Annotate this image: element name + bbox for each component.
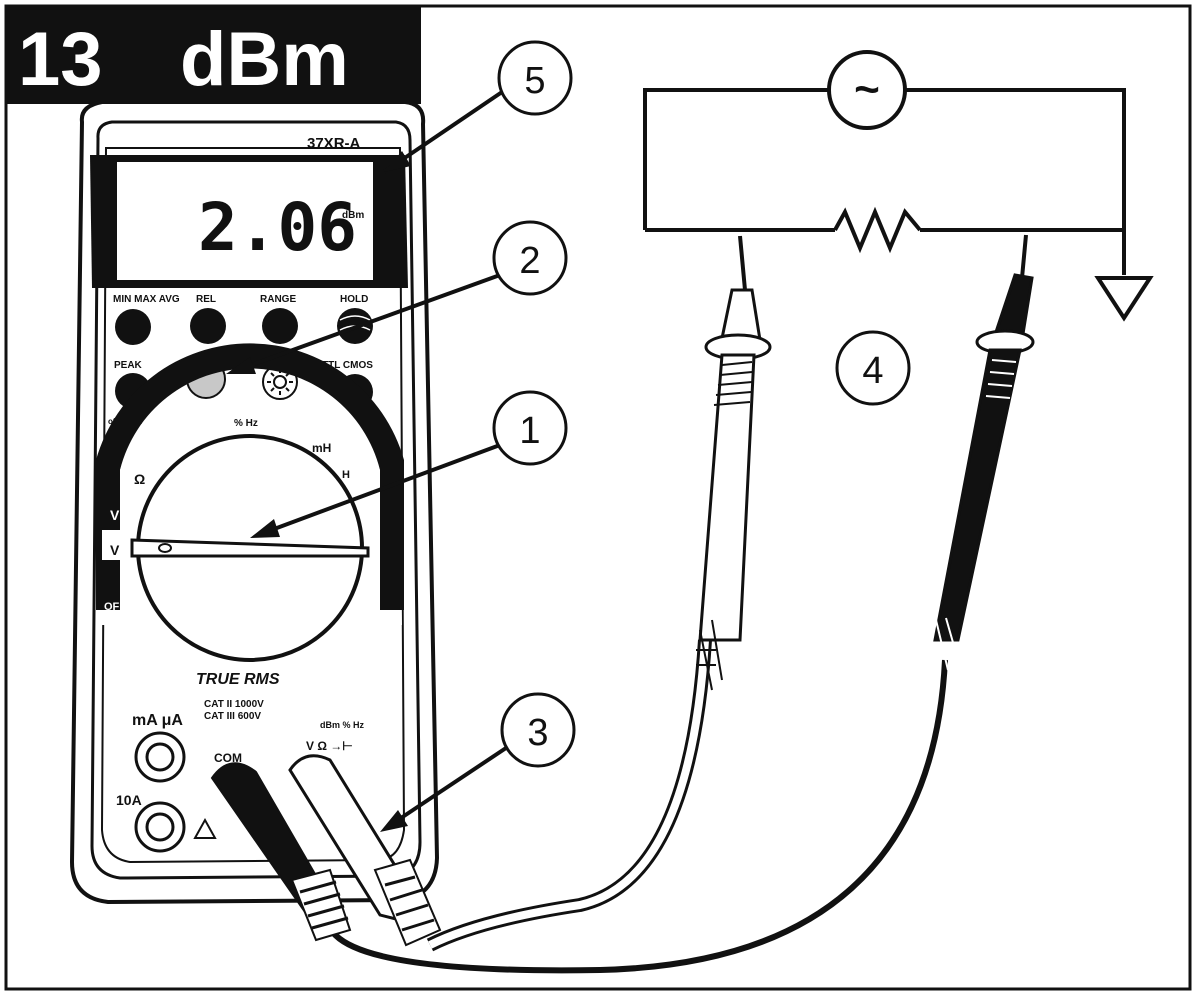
cat-rating-2: CAT III 600V xyxy=(204,711,261,722)
dial-seg-vac xyxy=(102,530,130,560)
min-max-avg-button[interactable] xyxy=(115,309,151,345)
red-probe-handle[interactable] xyxy=(698,353,756,642)
button-label-range: RANGE xyxy=(260,294,296,305)
callout-5-arrow xyxy=(384,151,411,172)
dial-label-v-dc: V xyxy=(110,507,120,523)
jack-label-v-ohm: V Ω →⊢ xyxy=(306,739,353,753)
callout-2-arrow xyxy=(226,357,256,374)
test-leads xyxy=(210,234,1035,974)
black-lead-wire xyxy=(324,659,948,974)
dial-label-ua: μA xyxy=(356,507,372,521)
jack-label-dbm-hz: dBm % Hz xyxy=(320,720,365,730)
resistor-symbol xyxy=(833,206,922,254)
callouts: 5 2 1 4 3 xyxy=(226,40,911,832)
callout-1-leader xyxy=(257,443,501,537)
lcd-reading: 2.06 xyxy=(198,189,357,266)
warning-icon xyxy=(193,817,217,839)
callout-1-number: 1 xyxy=(519,410,540,452)
red-probe-strain xyxy=(696,619,723,691)
callout-5-number: 5 xyxy=(524,60,545,102)
multimeter: 37XR-A 2.06 dBm MIN MAX AVG REL RANGE HO… xyxy=(69,100,440,905)
jack-ma-ua-inner xyxy=(145,742,175,772)
callout-3-circle xyxy=(500,692,576,768)
cat-rating-1: CAT II 1000V xyxy=(204,699,264,710)
ac-source-symbol xyxy=(827,50,907,130)
callout-4-circle xyxy=(835,330,911,406)
dial-label-mh: mH xyxy=(312,441,331,455)
callout-3-arrow xyxy=(380,810,408,832)
dial-label-logic: LOGIC xyxy=(178,424,210,435)
red-probe-tip xyxy=(738,235,747,291)
dial-label-diode: →⊢ xyxy=(150,437,171,450)
dial-seg-mh xyxy=(290,412,380,486)
black-probe-strain xyxy=(935,617,959,671)
jack-label-ma-ua: mA μA xyxy=(132,712,183,729)
dial-seg-pct xyxy=(224,412,276,440)
ac-source-glyph: ~ xyxy=(854,65,880,114)
callout-5-circle xyxy=(497,40,573,116)
knob-indicator xyxy=(158,543,172,553)
model-label: 37XR-A xyxy=(307,135,361,152)
button-label-rel: REL xyxy=(196,294,216,305)
jack-label-com: COM xyxy=(214,751,242,765)
dial-label-pct-hz: % Hz xyxy=(234,418,258,429)
diagram-border xyxy=(4,4,1192,991)
jack-label-10a: 10A xyxy=(116,792,142,808)
header-number: 13 xyxy=(18,17,103,102)
button-label-minmaxavg: MIN MAX AVG xyxy=(113,294,180,305)
jack-10a-inner xyxy=(145,812,175,842)
red-plug-grip-ridges xyxy=(384,875,435,932)
test-circuit: ~ xyxy=(643,50,1154,322)
red-lead-wire-outline xyxy=(426,639,712,952)
rel-button[interactable] xyxy=(190,308,226,344)
callout-2-number: 2 xyxy=(519,240,540,282)
lcd-screen xyxy=(115,160,375,282)
header-banner xyxy=(6,6,421,104)
button-label-peak: PEAK xyxy=(114,360,143,371)
range-button[interactable] xyxy=(262,308,298,344)
button-label-hold: HOLD xyxy=(340,294,368,305)
dial-seg-ohm xyxy=(120,420,170,520)
black-probe-handle[interactable] xyxy=(933,348,1022,642)
dial-label-v-ac: V xyxy=(110,542,120,558)
red-probe-handle-ridges xyxy=(713,361,753,406)
callout-2-leader xyxy=(231,273,501,374)
callout-4-number: 4 xyxy=(862,350,883,392)
black-probe-tip xyxy=(1020,234,1028,279)
knob-pointer xyxy=(130,538,370,558)
callout-2-circle xyxy=(492,220,568,296)
ground-symbol xyxy=(1094,276,1154,322)
black-probe-handle-ridges xyxy=(985,359,1017,399)
button-label-ttl-cmos: TTL CMOS xyxy=(322,360,373,371)
callout-3-leader xyxy=(384,746,508,830)
callout-1-arrow xyxy=(250,519,280,538)
callout-1-circle xyxy=(492,390,568,466)
dial-label-h: H xyxy=(342,469,350,481)
red-lead-wire xyxy=(428,639,709,949)
lcd-unit: dBm xyxy=(342,210,364,221)
dial-label-cap: ⊣⊢ xyxy=(270,421,291,435)
dial-label-ohm: Ω xyxy=(134,471,145,487)
black-plug-grip-ridges xyxy=(299,880,349,930)
dial-label-10a: 10A xyxy=(352,585,374,599)
true-rms-label: TRUE RMS xyxy=(196,671,280,688)
header-title: dBm xyxy=(180,17,349,102)
dial-label-off: OFF xyxy=(104,601,126,613)
callout-3-number: 3 xyxy=(527,712,548,754)
